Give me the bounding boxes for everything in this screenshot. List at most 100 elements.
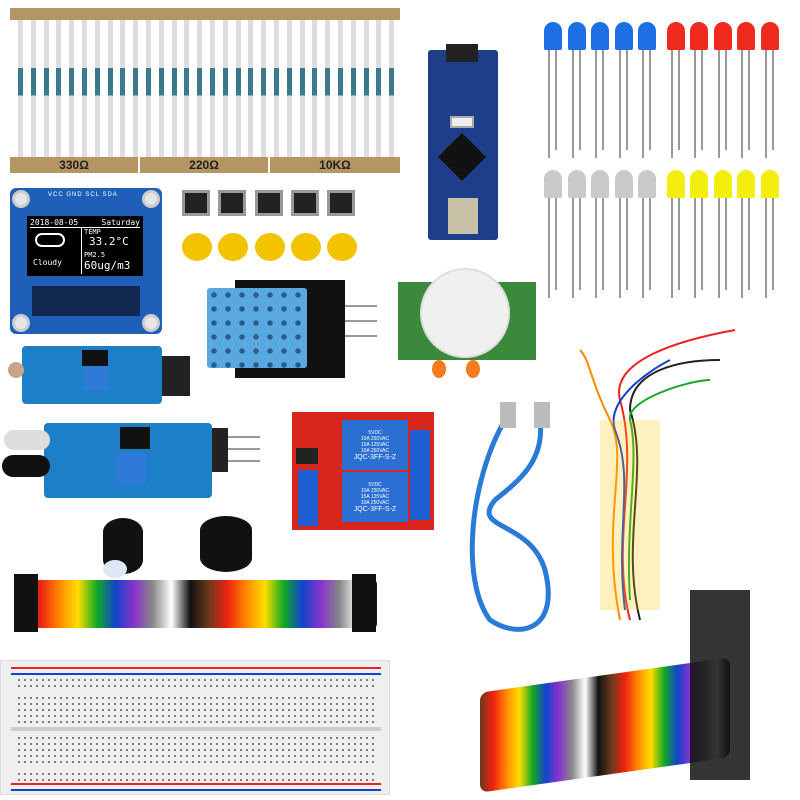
ir-receiver	[2, 455, 50, 477]
resistor	[299, 20, 305, 157]
mount-hole	[12, 314, 30, 332]
resistor	[56, 20, 62, 157]
led	[760, 170, 779, 298]
resistor	[235, 20, 241, 157]
resistor	[171, 20, 177, 157]
resistor	[261, 20, 267, 157]
led	[666, 170, 685, 298]
dht11-sensor	[207, 288, 307, 368]
resistor	[197, 20, 203, 157]
resistor	[133, 20, 139, 157]
connector-block	[690, 590, 750, 780]
resistor	[82, 20, 87, 157]
screw-terminal	[298, 470, 318, 526]
oled-screen: 2018-08-05 Saturday Cloudy TEMP 33.2°C P…	[27, 216, 143, 276]
oled-date: 2018-08-05	[30, 218, 79, 227]
arduino-nano-board	[428, 44, 498, 240]
tactile-button	[327, 190, 355, 216]
resistor	[350, 20, 356, 157]
oled-pm-label: PM2.5	[84, 251, 106, 259]
led	[614, 22, 633, 158]
passive-buzzer	[200, 516, 252, 572]
resistor	[94, 20, 100, 157]
resistor	[222, 20, 228, 157]
relay-1: 5VDC 10A 250VAC 15A 125VAC 10A 250VAC JQ…	[342, 420, 408, 470]
led	[713, 170, 732, 298]
breadboard	[0, 660, 390, 795]
relay-2: 5VDC 10A 250VAC 15A 125VAC 10A 250VAC JQ…	[342, 472, 408, 522]
oled-pm-value: 60ug/m3	[84, 259, 131, 272]
tactile-button	[218, 190, 246, 216]
reset-button	[450, 116, 474, 128]
resistor	[18, 20, 23, 157]
resistor-label-330: 330Ω	[10, 157, 138, 173]
led	[591, 22, 609, 158]
led	[760, 22, 779, 158]
resistor	[107, 20, 113, 157]
connector-block	[14, 574, 38, 632]
tactile-button	[255, 190, 283, 216]
led	[544, 22, 562, 158]
oled-display-module: VCC GND SCL SDA 2018-08-05 Saturday Clou…	[10, 188, 162, 334]
cloud-sun-icon	[35, 233, 65, 247]
jumper-wire-bundle	[579, 329, 736, 621]
pin-header	[162, 356, 190, 396]
mount-hole	[12, 190, 30, 208]
resistor	[274, 20, 279, 157]
oled-temp-value: 33.2°C	[89, 235, 129, 248]
dht-pin	[345, 320, 377, 322]
oled-pin-labels: VCC GND SCL SDA	[48, 192, 118, 198]
tactile-button	[182, 190, 210, 216]
oled-ribbon	[32, 286, 140, 316]
light-sensor-module	[22, 346, 162, 404]
oled-day: Saturday	[101, 218, 140, 227]
resistor	[363, 20, 369, 157]
led	[567, 22, 586, 158]
jumper	[296, 448, 318, 464]
ir-obstacle-sensor	[44, 423, 212, 498]
dupont-ribbon-cable-left	[22, 580, 377, 628]
connector-block	[352, 574, 376, 632]
led	[690, 22, 708, 158]
resistor	[325, 20, 331, 157]
led	[614, 170, 633, 298]
button-cap	[255, 233, 285, 261]
resistor	[30, 20, 36, 157]
resistor	[158, 20, 164, 157]
resistor	[248, 20, 254, 157]
button-cap	[291, 233, 321, 261]
mount-hole	[142, 314, 160, 332]
button-cap	[327, 233, 357, 261]
resistor	[120, 20, 126, 157]
led	[737, 22, 755, 158]
comparator-chip	[82, 350, 108, 366]
resistor	[338, 20, 343, 157]
mini-usb-port	[448, 198, 478, 234]
oled-weather: Cloudy	[33, 258, 62, 267]
led	[638, 170, 656, 298]
led	[737, 170, 755, 298]
resistor	[286, 20, 292, 157]
fresnel-lens	[420, 268, 510, 358]
dht-pin	[345, 335, 377, 337]
resistor-label-220: 220Ω	[140, 157, 268, 173]
resistor	[389, 20, 395, 157]
buzzer-sticker	[103, 560, 127, 578]
potentiometer	[116, 453, 146, 483]
led	[638, 22, 656, 158]
potentiometer	[84, 366, 108, 390]
photoresistor	[8, 362, 24, 378]
comparator-chip	[120, 427, 150, 449]
resistor	[312, 20, 318, 157]
icsp-header	[446, 44, 478, 62]
dht-pin	[345, 305, 377, 307]
led	[690, 170, 708, 298]
led	[544, 170, 562, 298]
ir-emitter	[4, 430, 50, 450]
led	[567, 170, 586, 298]
screw-terminal	[410, 430, 430, 520]
usb-cable	[469, 402, 551, 632]
pir-potentiometer	[432, 360, 446, 378]
oled-temp-label: TEMP	[84, 228, 101, 236]
led	[666, 22, 685, 158]
